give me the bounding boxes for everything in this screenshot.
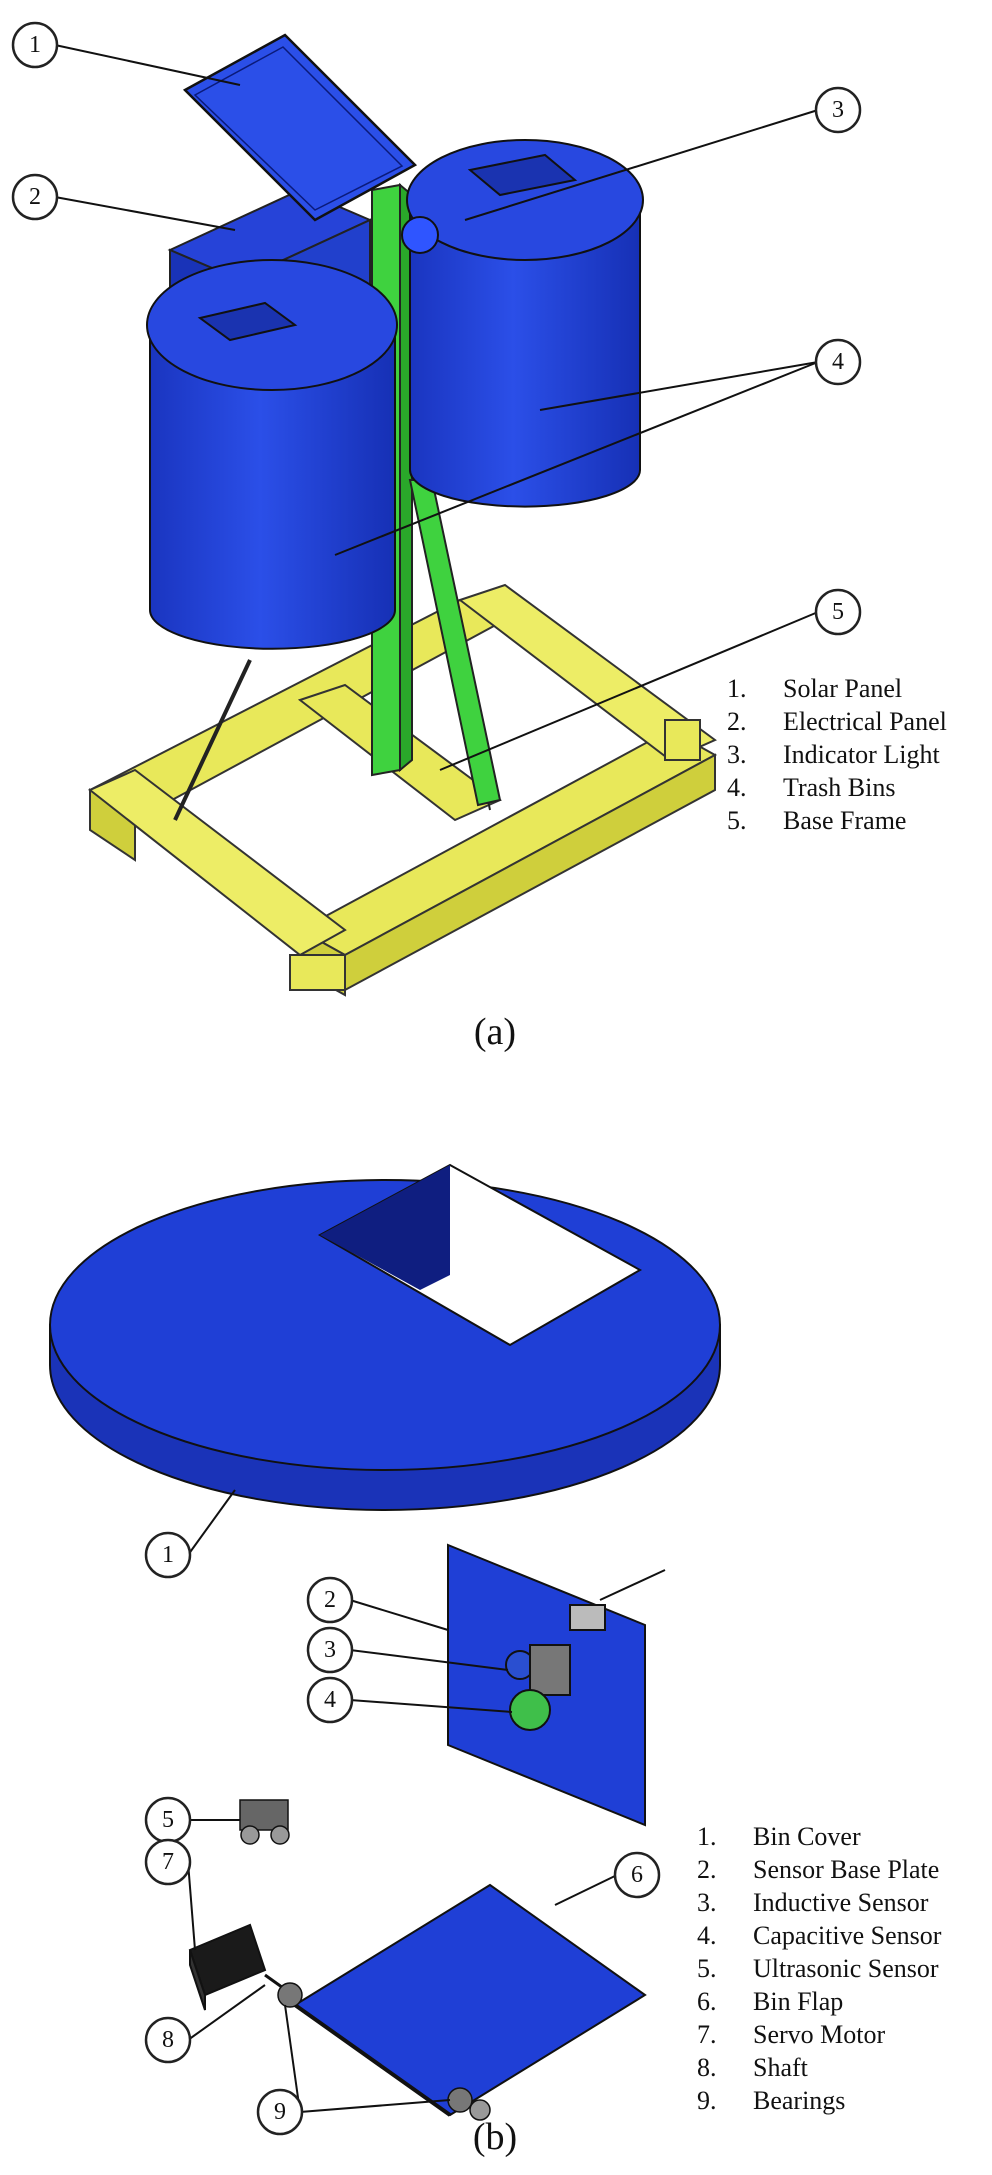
svg-text:3: 3 bbox=[324, 1637, 336, 1663]
svg-text:4: 4 bbox=[832, 349, 844, 375]
base-frame bbox=[88, 583, 718, 997]
callout-b-5: 5 bbox=[144, 1796, 192, 1844]
svg-text:2: 2 bbox=[324, 1587, 336, 1613]
svg-text:2: 2 bbox=[29, 184, 41, 210]
legend-item: 8.Shaft bbox=[697, 2053, 808, 2082]
svg-text:1: 1 bbox=[29, 32, 41, 58]
callout-b-1: 1 bbox=[144, 1531, 192, 1579]
svg-text:3: 3 bbox=[832, 97, 844, 123]
bin-cover bbox=[49, 1163, 721, 1511]
callout-a-5: 5 bbox=[814, 588, 862, 636]
svg-text:1: 1 bbox=[162, 1542, 174, 1568]
callout-b-3: 3 bbox=[306, 1626, 354, 1674]
legend-item: 3.Indicator Light bbox=[727, 740, 940, 769]
callout-a-1: 1 bbox=[11, 21, 59, 69]
panel-a-callouts: 1 2 3 4 5 bbox=[11, 21, 862, 771]
legend-item: 2.Electrical Panel bbox=[727, 707, 947, 736]
legend-panel-a: 1.Solar Panel 2.Electrical Panel 3.Indic… bbox=[727, 672, 947, 837]
svg-text:6: 6 bbox=[631, 1862, 643, 1888]
panel-b-callouts: 1 2 3 4 5 6 7 8 9 bbox=[144, 1489, 661, 2136]
bearings bbox=[277, 1982, 491, 2121]
callout-a-3: 3 bbox=[814, 86, 862, 134]
capacitive-sensor bbox=[509, 1689, 551, 1731]
legend-panel-b: 1.Bin Cover 2.Sensor Base Plate 3.Induct… bbox=[697, 1820, 941, 2117]
legend-item: 1.Bin Cover bbox=[697, 1822, 861, 1851]
bin-flap bbox=[293, 1883, 647, 2117]
legend-item: 4.Capacitive Sensor bbox=[697, 1921, 942, 1950]
ultrasonic-sensor bbox=[239, 1799, 290, 1845]
legend-item: 1.Solar Panel bbox=[727, 674, 903, 703]
svg-text:4: 4 bbox=[324, 1687, 336, 1713]
callout-b-9: 9 bbox=[256, 2088, 304, 2136]
solar-panel bbox=[182, 33, 418, 222]
servo-motor bbox=[188, 1923, 267, 2011]
legend-item: 2.Sensor Base Plate bbox=[697, 1855, 940, 1884]
legend-item: 3.Inductive Sensor bbox=[697, 1888, 929, 1917]
panel-b-drawing bbox=[49, 1163, 721, 2121]
legend-item: 6.Bin Flap bbox=[697, 1987, 844, 2016]
callout-a-4: 4 bbox=[814, 338, 862, 386]
svg-text:9: 9 bbox=[274, 2099, 286, 2125]
caption-panel-b: (b) bbox=[472, 2116, 518, 2158]
svg-text:8: 8 bbox=[162, 2027, 174, 2053]
svg-text:5: 5 bbox=[162, 1807, 174, 1833]
svg-text:7: 7 bbox=[162, 1849, 174, 1875]
callout-a-2: 2 bbox=[11, 173, 59, 221]
svg-text:5: 5 bbox=[832, 599, 844, 625]
callout-b-7: 7 bbox=[144, 1838, 192, 1886]
legend-item: 4.Trash Bins bbox=[727, 773, 896, 802]
callout-b-2: 2 bbox=[306, 1576, 354, 1624]
callout-b-4: 4 bbox=[306, 1676, 354, 1724]
caption-panel-a: (a) bbox=[473, 1011, 517, 1053]
callout-b-8: 8 bbox=[144, 2016, 192, 2064]
legend-item: 5.Ultrasonic Sensor bbox=[697, 1954, 939, 1983]
legend-item: 9.Bearings bbox=[697, 2086, 846, 2115]
callout-b-6: 6 bbox=[613, 1851, 661, 1899]
panel-a-drawing bbox=[88, 33, 718, 997]
inductive-sensor bbox=[505, 1644, 571, 1696]
legend-item: 7.Servo Motor bbox=[697, 2020, 886, 2049]
legend-item: 5.Base Frame bbox=[727, 806, 907, 835]
trash-bin-right bbox=[401, 139, 644, 508]
trash-bin-left bbox=[146, 259, 398, 650]
